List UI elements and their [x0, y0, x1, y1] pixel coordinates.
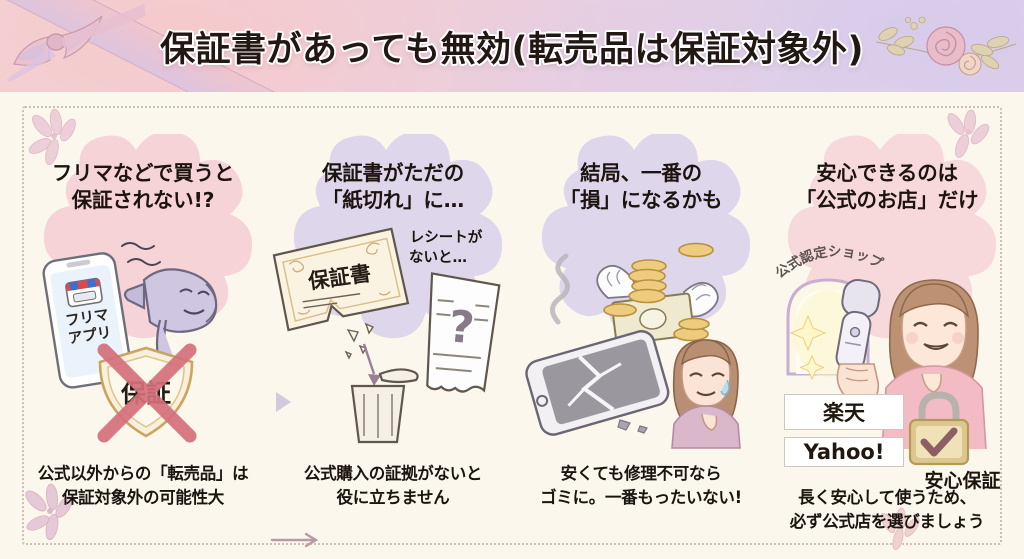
shop-arc-label: 公式認定ショップ	[773, 243, 886, 282]
rose-spray-icon	[875, 16, 1017, 76]
panel-1: フリマなどで買うと 保証されない!? フリマ アプリ	[18, 114, 319, 548]
receipt-note-line2: ないと…	[409, 249, 467, 266]
down-arrow-head-icon	[368, 374, 381, 386]
panel-4-caption-line1: 長く安心して使うため、	[798, 488, 976, 507]
panel-2-illustration: 保証書	[272, 227, 501, 444]
panel-4-caption-line2: 必ず公式店を選びましょう	[789, 511, 985, 531]
panel-1-caption-line2: 保証対象外の可能性大	[61, 487, 224, 507]
panel-2-caption-line2: 役に立ちません	[336, 487, 450, 507]
red-cross-icon	[97, 343, 197, 443]
flower-decoration-icon	[25, 483, 73, 541]
panel-1-caption-line1: 公式以外からの「転売品」は	[37, 464, 249, 483]
padlock-check-icon	[908, 391, 970, 466]
ribbon-bow-icon	[6, 4, 146, 82]
beauty-device-icon	[835, 278, 881, 372]
panel-2-caption-line1: 公式購入の証拠がないと	[303, 464, 483, 483]
down-arrow-icon	[362, 343, 376, 375]
trash-can-icon	[350, 368, 419, 444]
phone-app-label-line2: アプリ	[67, 324, 113, 348]
panel-row: フリマなどで買うと 保証されない!? フリマ アプリ	[0, 92, 1024, 559]
panel-3-caption-line1: 安くても修理不可なら	[560, 464, 722, 483]
coin-stack-icon	[603, 242, 714, 342]
panel-2-title-line1: 保証書がただの	[321, 161, 465, 185]
content-area: フリマなどで買うと 保証されない!? フリマ アプリ	[0, 92, 1024, 559]
winged-money-icon	[596, 242, 719, 346]
panel-3: 結局、一番の 「損」になるかも	[516, 114, 766, 544]
smoke-icon	[550, 253, 570, 325]
panel-2-title: 保証書がただの 「紙切れ」に…	[268, 160, 518, 215]
dotted-frame	[22, 106, 1002, 545]
panel-2-title-line2: 「紙切れ」に…	[321, 188, 465, 213]
panel-3-title-line2: 「損」になるかも	[559, 188, 723, 213]
phone-app-label-line1: フリマ	[64, 307, 109, 330]
smartphone-icon: フリマ アプリ	[42, 252, 133, 389]
panel-3-caption-line2: ゴミに。一番もったいない!	[540, 487, 742, 507]
panel-1-title-line1: フリマなどで買うと	[51, 161, 235, 185]
panel-4: 安心できるのは 「公式のお店」だけ 公式認定ショップ	[762, 114, 1012, 544]
flower-decoration-icon	[947, 109, 990, 158]
torn-certificate-icon: 保証書	[272, 227, 410, 332]
panel-4-title-line2: 「公式のお店」だけ	[795, 188, 979, 213]
panel-3-title: 結局、一番の 「損」になるかも	[516, 160, 766, 215]
panel-4-title-line1: 安心できるのは	[816, 161, 958, 185]
petal-decoration-icon	[880, 507, 920, 551]
panel-2: 保証書がただの 「紙切れ」に… 保証書	[268, 114, 518, 544]
official-shop-badges: 楽天 Yahoo!	[784, 394, 904, 467]
receipt-icon: ?	[426, 272, 501, 393]
badge-yahoo[interactable]: Yahoo!	[784, 437, 904, 467]
crying-woman-icon	[671, 339, 741, 449]
panel-1-title: フリマなどで買うと 保証されない!?	[18, 160, 268, 215]
panel-2-caption: 公式購入の証拠がないと 役に立ちません	[264, 462, 522, 510]
panel-4-title: 安心できるのは 「公式のお店」だけ	[762, 160, 1012, 215]
lock-label: 安心保証	[924, 470, 1001, 492]
flow-arrow-icon	[270, 532, 319, 548]
question-mark-icon: ?	[446, 301, 476, 354]
paper-fragment-icon	[344, 322, 375, 360]
header-banner: 保証書があっても無効(転売品は保証対象外)	[0, 0, 1024, 92]
badge-rakuten[interactable]: 楽天	[784, 394, 904, 430]
panel-1-illustration: フリマ アプリ	[42, 242, 218, 443]
debris-icon	[617, 419, 648, 434]
cracked-phone-icon	[525, 330, 670, 436]
panel-3-caption: 安くても修理不可なら ゴミに。一番もったいない!	[512, 462, 770, 510]
panel-transition-arrow-icon	[276, 392, 291, 412]
panel-3-title-line1: 結局、一番の	[580, 161, 702, 185]
page-title: 保証書があっても無効(転売品は保証対象外)	[160, 29, 864, 70]
receipt-note-line1: レシートが	[410, 228, 483, 246]
panel-4-caption: 長く安心して使うため、 必ず公式店を選びましょう	[758, 486, 1016, 534]
flower-decoration-icon	[28, 108, 76, 165]
sparkle-icon	[789, 314, 827, 381]
panel-1-caption: 公式以外からの「転売品」は 保証対象外の可能性大	[14, 462, 272, 510]
panel-1-title-line2: 保証されない!?	[71, 188, 215, 213]
panel-3-illustration	[525, 242, 741, 449]
panel-4-illustration: 公式認定ショップ	[773, 243, 987, 449]
